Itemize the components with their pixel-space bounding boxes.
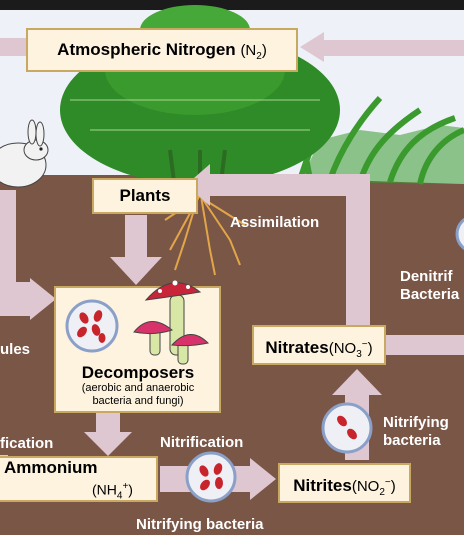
atmospheric-nitrogen-label: Atmospheric Nitrogen xyxy=(57,40,236,59)
atmospheric-nitrogen-box: Atmospheric Nitrogen (N2) xyxy=(26,28,298,72)
ammonium-formula: (NH4+) xyxy=(92,481,133,502)
rabbit-icon xyxy=(0,119,49,188)
nitrifying-bacteria-label-2: bacteria xyxy=(383,432,441,449)
mushroom-icon xyxy=(133,280,209,365)
atmospheric-nitrogen-formula: (N2) xyxy=(240,42,267,62)
nitrates-label: Nitrates xyxy=(265,338,329,357)
nitrates-formula: (NO3−) xyxy=(328,339,373,360)
arrow-band-left-top xyxy=(0,38,30,56)
nitrifying-bacteria-bottom-label: Nitrifying bacteria xyxy=(136,516,264,533)
bacteria-icon xyxy=(455,217,464,251)
ammonification-fragment-label: fication xyxy=(0,435,54,452)
denitrifying-label-1: Denitrif xyxy=(400,268,453,285)
top-dark-strip xyxy=(0,0,464,10)
molecules-fragment-label: ules xyxy=(0,341,31,358)
ammonium-label: Ammonium xyxy=(4,458,98,477)
assimilation-label: Assimilation xyxy=(230,214,320,231)
bacteria-icon xyxy=(321,402,373,454)
decomposers-detail-2: bacteria and fungi) xyxy=(92,395,184,407)
ammonium-box: Ammonium (NH4+) xyxy=(0,456,158,502)
nitrates-box: Nitrates(NO3−) xyxy=(252,325,386,365)
nitrites-formula: (NO2−) xyxy=(351,477,396,498)
nitrites-box: Nitrites(NO2−) xyxy=(278,463,411,503)
arrow-head-right-top xyxy=(300,32,464,62)
plants-box: Plants xyxy=(92,178,198,214)
decomposers-detail-1: (aerobic and anaerobic xyxy=(81,382,195,394)
decomposers-label: Decomposers xyxy=(81,363,195,382)
decomposers-text: Decomposers (aerobic and anaerobic bacte… xyxy=(56,364,220,408)
nitrifying-bacteria-label-1: Nitrifying xyxy=(383,414,449,431)
bacteria-icon xyxy=(185,451,237,503)
bacteria-icon xyxy=(65,299,119,353)
nitrites-label: Nitrites xyxy=(293,476,352,495)
plants-label: Plants xyxy=(119,186,171,205)
denitrifying-label-2: Bacteria xyxy=(400,286,460,303)
nitrification-label: Nitrification xyxy=(160,434,244,451)
